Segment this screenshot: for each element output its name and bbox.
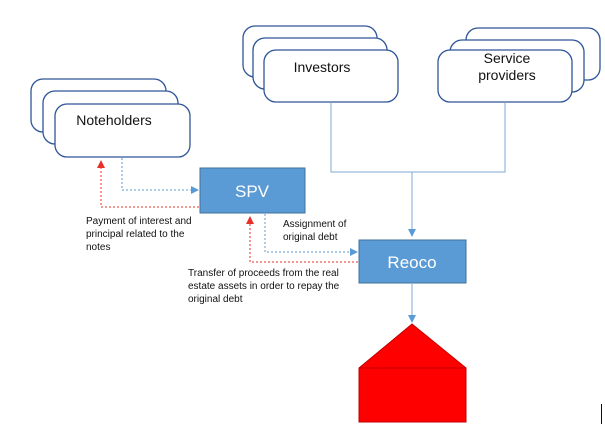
reoco-to-spv-transfer-arrow [246,216,358,263]
payment-note-line: principal related to the [86,229,185,240]
service-providers-label-line2: providers [478,67,536,83]
assignment-note: Assignment of original debt [283,218,346,244]
transfer-note-line: Transfer of proceeds from the real [188,268,339,279]
payment-note-line: notes [86,242,111,253]
reoco-box: Reoco [358,239,467,284]
real-estate-house-shape [358,323,467,423]
transfer-note: Transfer of proceeds from the real estat… [188,267,339,306]
investors-stack: Investors [242,25,399,103]
payment-note: Payment of interest and principal relate… [86,215,192,254]
transfer-note-line: estate assets in order to repay the [188,281,340,292]
service-providers-stack: Service providers [437,27,601,103]
payment-note-line: Payment of interest and [86,216,192,227]
reoco-label: Reoco [387,253,436,272]
assignment-note-line: original debt [283,232,338,243]
text-cursor [601,404,602,424]
assignment-note-line: Assignment of [283,219,347,230]
spv-to-noteholders-payment-arrow [97,160,199,208]
transfer-note-line: original debt [188,294,243,305]
investors-label: Investors [294,59,351,75]
noteholders-stack: Noteholders [30,78,191,158]
spv-to-reoco-assignment-connector [264,214,358,256]
spv-box: SPV [199,167,306,214]
noteholders-to-spv-connector [121,158,199,194]
investor-provider-connector [330,102,506,237]
spv-label: SPV [235,182,270,201]
noteholders-label: Noteholders [76,112,152,128]
service-providers-label-line1: Service [484,50,531,66]
